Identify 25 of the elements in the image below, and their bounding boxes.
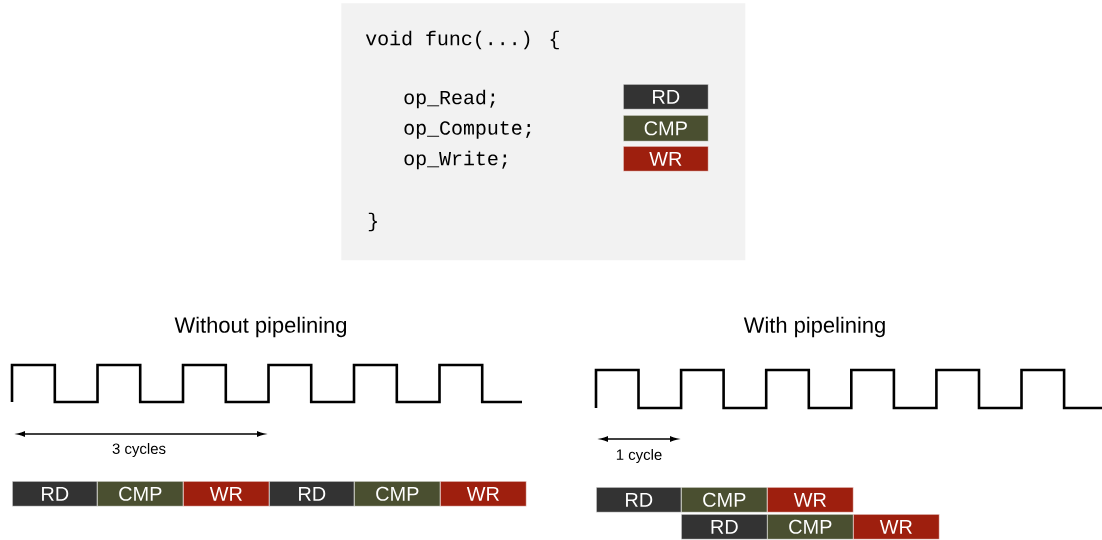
- stage-legend-box: CMP: [623, 115, 709, 142]
- stage-box: CMP: [354, 480, 441, 507]
- code-panel: [341, 3, 746, 261]
- code-line: op_Compute;: [404, 121, 531, 139]
- stage-box: CMP: [681, 486, 768, 513]
- dimension-label: 3 cycles: [112, 443, 166, 457]
- stage-box: RD: [596, 486, 682, 513]
- stage-legend-box: WR: [623, 146, 709, 172]
- stage-box: WR: [767, 486, 854, 513]
- stage-box: RD: [269, 480, 355, 507]
- stage-box: RD: [12, 480, 98, 507]
- code-line: op_Read;: [404, 89, 495, 109]
- section-title: Without pipelining: [174, 316, 347, 338]
- stage-legend-box: RD: [623, 84, 709, 110]
- code-line: op_Write;: [404, 150, 507, 170]
- stage-box: WR: [440, 480, 527, 507]
- stage-box: CMP: [97, 480, 184, 507]
- stage-box: WR: [183, 480, 270, 507]
- stage-box: WR: [853, 514, 940, 540]
- stage-box: RD: [681, 514, 768, 540]
- code-line: }: [368, 212, 377, 232]
- code-line: void func(...) {: [365, 30, 559, 50]
- section-title: With pipelining: [743, 316, 885, 338]
- dimension-label: 1 cycle: [616, 449, 662, 463]
- stage-box: CMP: [767, 514, 854, 540]
